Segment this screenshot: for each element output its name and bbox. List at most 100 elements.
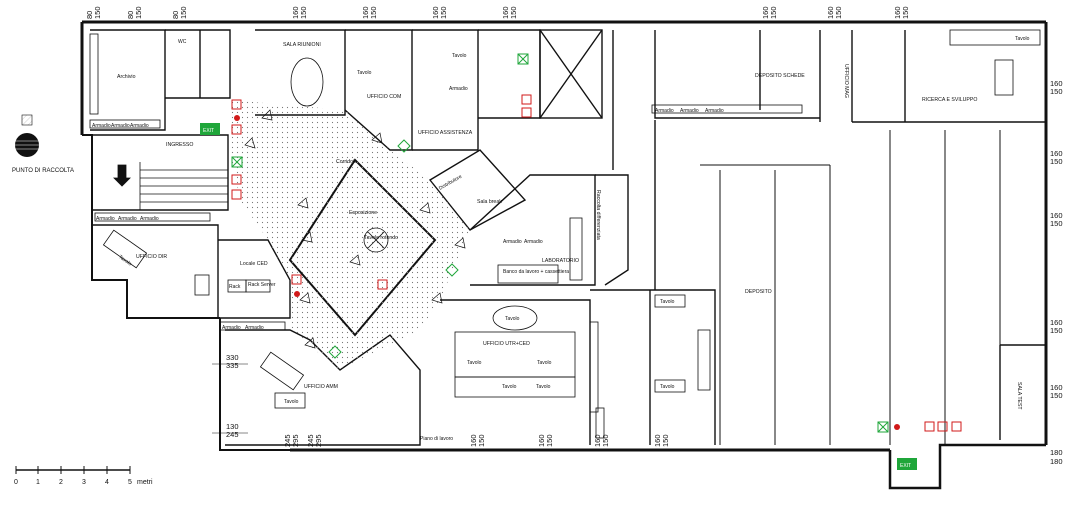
dimension-label: 160 (291, 6, 300, 19)
dimension-label: 295 (291, 434, 300, 447)
outer-walls (80, 20, 1048, 490)
first-aid-icon (445, 263, 459, 277)
room-ufficio-dir: UFFICIO DIR (136, 254, 167, 260)
label-piano-lavoro: Piano di lavoro (420, 436, 453, 442)
dimension-label: 160 (361, 6, 370, 19)
dimension-label: 160 (431, 6, 440, 19)
interior-walls (90, 29, 1046, 446)
room-ufficio-utr-ced: UFFICIO UTR+CED (483, 341, 530, 347)
fire-extinguisher-icon (924, 421, 935, 432)
dimension-label: 245 (306, 434, 315, 447)
dim-left: 130 (226, 422, 239, 431)
assembly-point-label: PUNTO DI RACCOLTA (12, 168, 74, 174)
dimension-label: 160 (893, 6, 902, 19)
fire-extinguisher-icon (951, 421, 962, 432)
label-banco-lavoro: Banco da lavoro + cassettiera (503, 269, 569, 275)
dimension-label: 160 (1050, 79, 1063, 88)
dimension-label: 150 (299, 6, 308, 19)
dimension-label: 150 (179, 6, 188, 19)
room-deposito: DEPOSITO (745, 289, 772, 295)
label-armadio: Armadio (96, 216, 115, 222)
dimension-label: 160 (469, 434, 478, 447)
dimension-label: 160 (537, 434, 546, 447)
safety-signs: EXIT EXIT (200, 53, 962, 470)
dimension-label: 150 (1050, 391, 1063, 400)
exit-sign-icon (897, 458, 917, 470)
room-ufficio-com: UFFICIO COM (367, 94, 401, 100)
dim-left: 245 (226, 430, 239, 439)
dimension-label: 150 (1050, 326, 1063, 335)
label-tavolo: Tavolo (467, 360, 482, 366)
label-armadio: Armadio (680, 108, 699, 114)
dimension-label: 150 (661, 434, 670, 447)
dimension-label: 150 (509, 6, 518, 19)
room-deposito-schede: DEPOSITO SCHEDE (755, 73, 805, 79)
scale-unit: metri (137, 479, 153, 486)
label-tavolo: Tavolo (284, 399, 299, 405)
exit-sign-icon (200, 123, 220, 135)
room-wc: WC (178, 39, 187, 45)
corridor-area (230, 100, 470, 370)
dimension-label: 160 (501, 6, 510, 19)
label-armadio: Armadio (130, 123, 149, 129)
dimension-label: 160 (1050, 149, 1063, 158)
room-labels: Archivio SALA RIUNIONI UFFICIO COM UFFIC… (117, 39, 1022, 410)
label-armadio: Armadio (524, 239, 543, 245)
fire-alarm-icon (234, 115, 240, 121)
scale-tick: 2 (59, 479, 63, 486)
scale-tick: 1 (36, 479, 40, 486)
dimension-label: 80 (171, 11, 180, 19)
room-archivio: Archivio (117, 74, 136, 80)
dimension-label: 150 (1050, 157, 1063, 166)
assembly-point-small-icon (21, 114, 33, 126)
furniture (89, 29, 1041, 439)
dimension-label: 150 (134, 6, 143, 19)
room-sala-break: Sala break (477, 199, 502, 205)
label-armadio: Armadio (140, 216, 159, 222)
room-corridoio: Corridoio (336, 159, 357, 165)
dimension-label: 150 (477, 434, 486, 447)
fire-extinguisher-icon (377, 279, 388, 290)
dimension-label: 160 (826, 6, 835, 19)
label-tavolo: Tavolo (537, 360, 552, 366)
scale-bar: 0 1 2 3 4 5 metri (14, 466, 153, 486)
dimension-label: 150 (369, 6, 378, 19)
room-tavolo-rotondo: Tavolo rotondo (364, 235, 398, 241)
label-tavolo: Tavolo (660, 299, 675, 305)
room-ingresso: INGRESSO (166, 142, 193, 148)
dimension-label: 80 (126, 11, 135, 19)
room-ufficio-amm: UFFICIO AMM (304, 384, 338, 390)
label-armadio: Armadio (222, 325, 241, 331)
label-tavolo: Tavolo (452, 53, 467, 59)
fire-extinguisher-icon (231, 124, 242, 135)
dimension-label: 245 (283, 434, 292, 447)
dimension-label: 160 (653, 434, 662, 447)
dimension-label: 150 (93, 6, 102, 19)
first-aid-icon (328, 345, 342, 359)
dimension-label: 160 (1050, 211, 1063, 220)
dimension-label: 160 (593, 434, 602, 447)
room-esposizione: Esposizione (349, 210, 377, 216)
furniture-labels: Armadio Armadio Armadio Armadio Armadio … (92, 36, 1030, 442)
dimension-label: 150 (1050, 87, 1063, 96)
fire-extinguisher-icon (231, 174, 242, 185)
label-armadio: Armadio (111, 123, 130, 129)
ingresso-stair (113, 162, 228, 210)
dimension-label: 180 (1050, 448, 1063, 457)
dimension-labels-left: 330 335 130 245 (212, 353, 248, 439)
label-armadio: Armadio (705, 108, 724, 114)
fire-extinguisher-icon (521, 94, 532, 105)
label-armadio: Armadio (503, 239, 522, 245)
room-laboratorio: LABORATORIO (542, 258, 579, 264)
label-armadio: Armadio (245, 325, 264, 331)
exit-sign-text: EXIT (900, 463, 911, 469)
label-tavolo: Tavolo (502, 384, 517, 390)
room-ricerca-sviluppo: RICERCA E SVILUPPO (922, 97, 977, 103)
dimension-label: 180 (1050, 457, 1063, 466)
scale-tick: 0 (14, 479, 18, 486)
dimension-label: 80 (85, 11, 94, 19)
